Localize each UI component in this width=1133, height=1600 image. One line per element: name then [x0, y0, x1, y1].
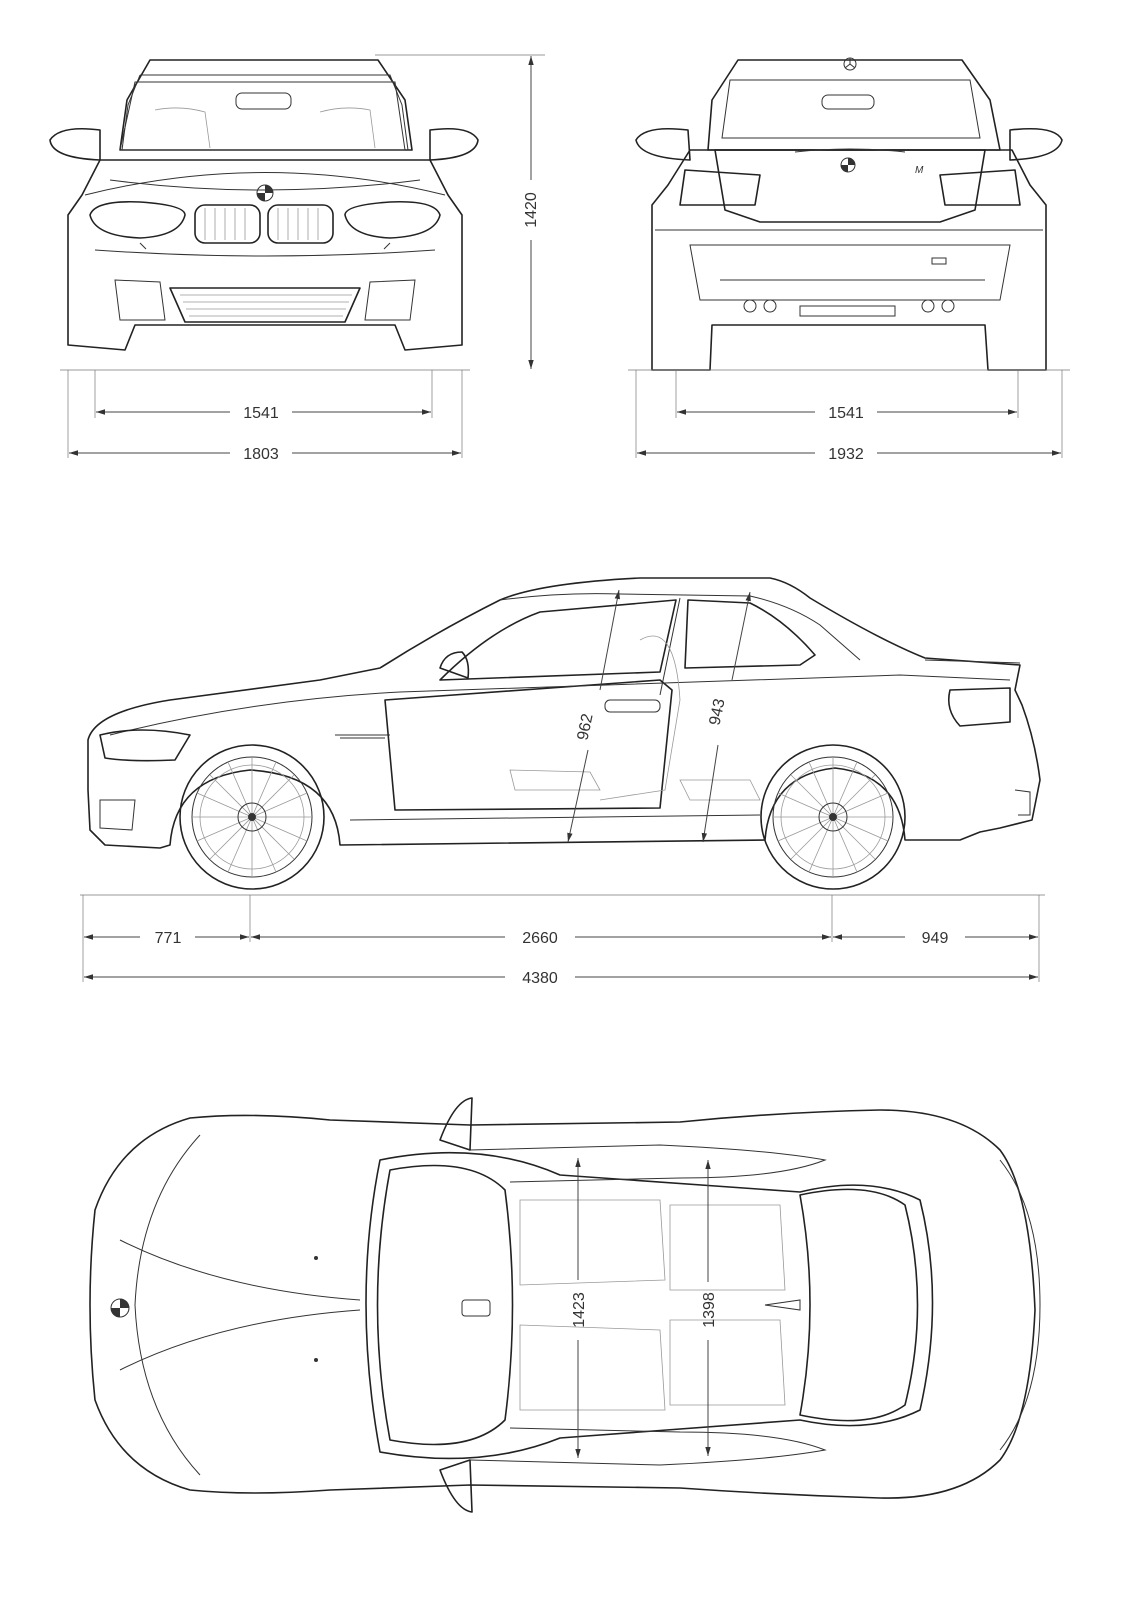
front-wheel: [179, 744, 325, 890]
wheelbase-label: 2660: [522, 930, 558, 947]
front-shoulder-label: 1423: [571, 1292, 588, 1328]
front-dimensions: 1541 1803 1420: [60, 54, 545, 463]
headroom-dimensions: 962 943: [567, 589, 751, 843]
rear-width-label: 1932: [828, 446, 864, 463]
rear-view: M: [635, 57, 1063, 371]
side-view: [87, 577, 1041, 890]
front-overhang-label: 771: [155, 930, 182, 947]
rear-wheel: [760, 744, 906, 890]
rear-track-label: 1541: [828, 405, 864, 422]
bmw-logo-icon: [256, 184, 274, 202]
front-track-label: 1541: [243, 405, 279, 422]
bmw-logo-icon: [840, 157, 856, 173]
rear-headroom-label: 943: [707, 697, 729, 727]
bmw-logo-icon: [110, 1298, 130, 1318]
front-width-label: 1803: [243, 446, 279, 463]
length-dimensions: 771 2660 949 4380: [80, 894, 1045, 987]
rear-dimensions: 1541 1932: [628, 369, 1070, 463]
front-view: [49, 59, 479, 351]
top-view: [89, 1097, 1041, 1513]
m-badge: M: [915, 165, 924, 176]
rear-shoulder-label: 1398: [701, 1292, 718, 1328]
top-dimensions: 1423 1398: [571, 1158, 718, 1458]
height-label: 1420: [523, 192, 540, 228]
rear-overhang-label: 949: [922, 930, 949, 947]
antenna-icon: [843, 57, 857, 71]
length-label: 4380: [522, 970, 558, 987]
front-headroom-label: 962: [575, 712, 597, 742]
